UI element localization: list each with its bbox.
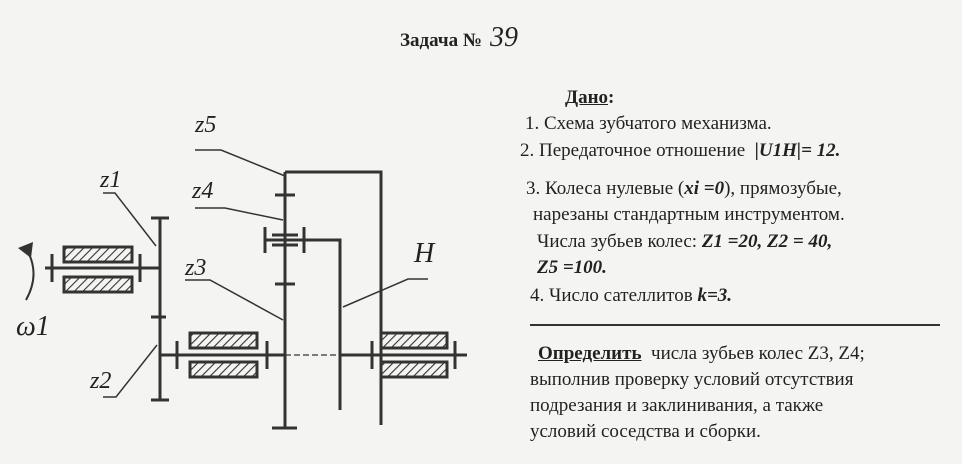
given-item-3: 3. Колеса нулевые (xi =0), прямозубые, [526,178,842,199]
label-z5: z5 [194,112,216,138]
given-item-4: 4. Число сателлитов k=3. [530,285,733,306]
label-z2: z2 [89,368,111,394]
z5-value: Z5 =100. [537,257,607,278]
given-heading: Дано: [565,87,615,108]
problem-number: 39 [489,22,518,53]
given-item-3-cont: нарезаны стандартным инструментом. [533,204,845,225]
label-z1: z1 [99,167,121,193]
satellite-gear-z4 [263,227,306,253]
label-z4: z4 [191,178,213,204]
determine-line-2: выполнив проверку условий отсутствия [530,369,854,390]
rotation-arrow-icon [25,251,35,301]
label-h: H [413,238,436,269]
teeth-numbers: Числа зубьев колес: Z1 =20, Z2 = 40, [537,231,833,252]
bearing-input [62,245,134,294]
determine-line-4: условий соседства и сборки. [530,421,761,442]
bearing-middle [188,331,259,379]
label-z3: z3 [184,255,206,281]
determine-line-1: Определить числа зубьев колес Z3, Z4; [538,343,865,364]
divider [530,324,940,326]
ratio-value: |U1H|= 12. [754,140,841,161]
given-item-2: 2. Передаточное отношение |U1H|= 12. [520,140,841,161]
leader-lines [103,149,428,398]
given-item-1: 1. Схема зубчатого механизма. [525,113,772,134]
title-label: Задача № [400,30,482,51]
gear-mechanism-diagram: z5 z1 z4 z3 z2 H ω1 [16,112,467,430]
label-omega1: ω1 [16,311,50,342]
ring-gear-z5 [285,170,383,425]
determine-line-3: подрезания и заклинивания, а также [530,395,824,416]
carrier-h [304,238,342,410]
problem-title: Задача № 39 [400,22,518,54]
